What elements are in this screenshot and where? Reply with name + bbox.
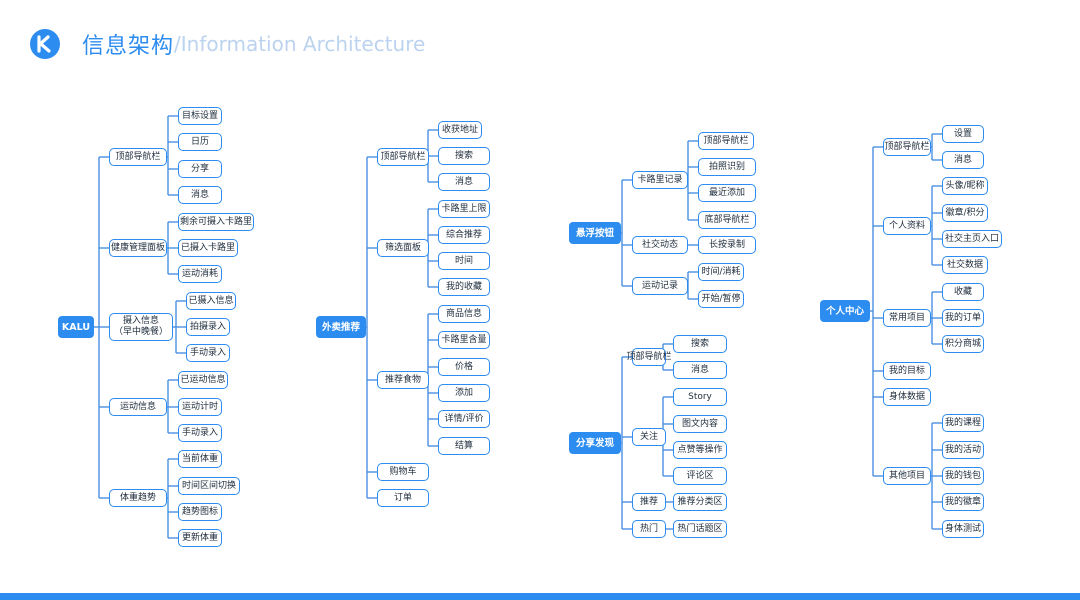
leaf-node[interactable]: 收藏 [942,283,984,301]
leaf-node[interactable]: 剩余可摄入卡路里 [178,213,254,231]
leaf-node[interactable]: 图文内容 [673,415,727,433]
category-node[interactable]: 其他项目 [883,467,931,485]
leaf-node[interactable]: 搜索 [438,147,490,165]
leaf-node[interactable]: 运动消耗 [178,265,222,283]
leaf-node[interactable]: 社交数据 [942,256,988,274]
leaf-node[interactable]: 时间 [438,252,490,270]
leaf-node[interactable]: 收获地址 [438,121,482,139]
category-node[interactable]: 健康管理面板 [109,239,167,257]
leaf-node[interactable]: 更新体重 [178,529,222,547]
leaf-node[interactable]: 商品信息 [438,305,490,323]
kalu-logo-icon [30,29,60,59]
leaf-node[interactable]: 消息 [673,361,727,379]
category-node[interactable]: 顶部导航栏 [377,148,429,166]
leaf-node[interactable]: 拍摄录入 [186,318,230,336]
category-node[interactable]: 身体数据 [883,388,931,406]
leaf-node[interactable]: 分享 [178,160,222,178]
leaf-node[interactable]: 价格 [438,358,490,376]
page-header: 信息架构 /Information Architecture [30,28,425,60]
leaf-node[interactable]: 时间/消耗 [698,263,744,281]
leaf-node[interactable]: 点赞等操作 [673,441,727,459]
page-title: 信息架构 [82,34,175,59]
leaf-node[interactable]: 我的徽章 [942,493,984,511]
leaf-node[interactable]: 搜索 [673,335,727,353]
category-node[interactable]: 体重趋势 [109,489,167,507]
leaf-node[interactable]: 开始/暂停 [698,290,744,308]
leaf-node[interactable]: 详情/评价 [438,410,490,428]
category-node[interactable]: 顶部导航栏 [883,138,931,156]
leaf-node[interactable]: 趋势图标 [178,503,222,521]
leaf-node[interactable]: 运动计时 [178,398,222,416]
category-node[interactable]: 关注 [632,428,666,446]
category-node[interactable]: 订单 [377,489,429,507]
category-node[interactable]: 推荐食物 [377,371,429,389]
leaf-node[interactable]: 已摄入信息 [186,292,236,310]
root-node[interactable]: 悬浮按钮 [569,222,621,244]
leaf-node[interactable]: 消息 [178,186,222,204]
leaf-node[interactable]: 消息 [942,151,984,169]
leaf-node[interactable]: 积分商城 [942,335,984,353]
category-node[interactable]: 个人资料 [883,217,931,235]
leaf-node[interactable]: 我的活动 [942,441,984,459]
root-node[interactable]: 分享发现 [569,432,621,454]
leaf-node[interactable]: 日历 [178,133,222,151]
category-node[interactable]: 运动记录 [632,277,688,295]
leaf-node[interactable]: 推荐分类区 [673,493,727,511]
leaf-node[interactable]: 拍照识别 [698,158,756,176]
category-node[interactable]: 热门 [632,520,666,538]
leaf-node[interactable]: 手动录入 [178,424,222,442]
leaf-node[interactable]: 当前体重 [178,450,222,468]
leaf-node[interactable]: 时间区间切换 [178,477,240,495]
category-node[interactable]: 顶部导航栏 [627,348,672,366]
category-node[interactable]: 常用项目 [883,309,931,327]
leaf-node[interactable]: 卡路里上限 [438,200,490,218]
leaf-node[interactable]: 徽章/积分 [942,204,988,222]
leaf-node[interactable]: 综合推荐 [438,226,490,244]
leaf-node[interactable]: 卡路里含量 [438,331,490,349]
category-node[interactable]: 顶部导航栏 [109,148,167,166]
leaf-node[interactable]: Story [673,388,727,406]
leaf-node[interactable]: 结算 [438,437,490,455]
leaf-node[interactable]: 我的订单 [942,309,984,327]
category-node[interactable]: 摄入信息 （早中晚餐） [109,313,173,341]
leaf-node[interactable]: 身体测试 [942,520,984,538]
category-node[interactable]: 社交动态 [632,236,688,254]
leaf-node[interactable]: 最近添加 [698,184,756,202]
leaf-node[interactable]: 已运动信息 [178,371,228,389]
leaf-node[interactable]: 热门话题区 [673,520,727,538]
leaf-node[interactable]: 底部导航栏 [698,211,756,229]
root-node[interactable]: 个人中心 [820,300,870,322]
category-node[interactable]: 卡路里记录 [632,171,688,189]
category-node[interactable]: 筛选面板 [377,239,429,257]
leaf-node[interactable]: 已摄入卡路里 [178,239,238,257]
category-node[interactable]: 我的目标 [883,362,931,380]
leaf-node[interactable]: 头像/昵称 [942,177,988,195]
page-subtitle: /Information Architecture [174,32,426,56]
leaf-node[interactable]: 消息 [438,173,490,191]
category-node[interactable]: 运动信息 [109,398,167,416]
bottom-accent-bar [0,593,1080,600]
leaf-node[interactable]: 长按录制 [698,236,756,254]
leaf-node[interactable]: 设置 [942,125,984,143]
leaf-node[interactable]: 我的收藏 [438,278,490,296]
leaf-node[interactable]: 顶部导航栏 [698,132,754,150]
leaf-node[interactable]: 添加 [438,384,490,402]
category-node[interactable]: 推荐 [632,493,666,511]
leaf-node[interactable]: 我的课程 [942,414,984,432]
root-node[interactable]: 外卖推荐 [316,316,366,338]
leaf-node[interactable]: 目标设置 [178,107,222,125]
category-node[interactable]: 购物车 [377,463,429,481]
leaf-node[interactable]: 评论区 [673,467,727,485]
root-node[interactable]: KALU [58,316,94,338]
leaf-node[interactable]: 社交主页入口 [942,230,1002,248]
leaf-node[interactable]: 手动录入 [186,344,230,362]
leaf-node[interactable]: 我的钱包 [942,467,984,485]
